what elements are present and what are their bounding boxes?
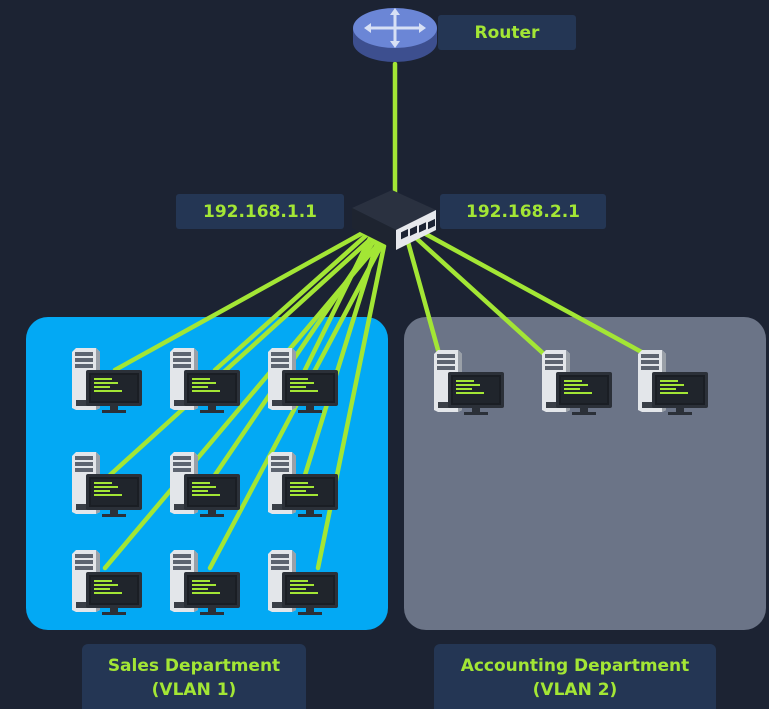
computer-icon [71, 347, 143, 414]
vlan2-tag: (VLAN 2) [532, 680, 618, 700]
vlan1-name: Sales Department [107, 656, 281, 676]
vlan1-tag: (VLAN 1) [151, 680, 237, 700]
computer-icon [169, 451, 241, 518]
vlan2-gateway-ip: 192.168.2.1 [440, 194, 606, 229]
computer-icon [267, 451, 339, 518]
accounting-computers [433, 349, 709, 416]
computer-icon [267, 347, 339, 414]
router-label: Router [438, 15, 576, 50]
computer-icon [637, 349, 709, 416]
vlan2-label: Accounting Department (VLAN 2) [434, 644, 716, 709]
router-icon [353, 8, 437, 62]
vlan2-name: Accounting Department [460, 656, 690, 676]
links [102, 61, 650, 571]
computer-icon [541, 349, 613, 416]
computer-icon [433, 349, 505, 416]
computer-icon [71, 549, 143, 616]
vlan1-label: Sales Department (VLAN 1) [82, 644, 306, 709]
switch-icon [352, 190, 436, 250]
computer-icon [267, 549, 339, 616]
computer-icon [169, 549, 241, 616]
sales-computers [71, 347, 339, 616]
computer-icon [71, 451, 143, 518]
vlan1-gateway-ip: 192.168.1.1 [176, 194, 344, 229]
vlan2-zone [404, 317, 766, 630]
